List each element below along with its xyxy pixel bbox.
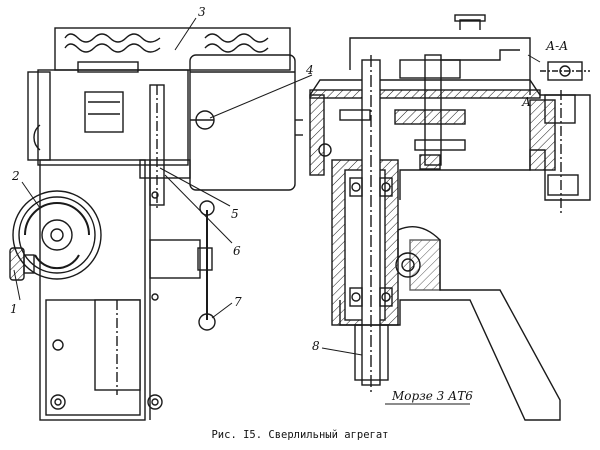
callout-3: 3: [198, 5, 206, 19]
section-detail: [540, 61, 590, 81]
lever-knob-top: [199, 200, 215, 216]
callout-1: 1: [10, 302, 18, 316]
section-mark: А: [521, 95, 531, 109]
callout-4: 4: [305, 63, 314, 77]
callout-labels: 1 2 3 4 5 6 7 8: [10, 5, 320, 353]
callout-leaders: [13, 17, 541, 356]
cover-knob: [454, 14, 486, 22]
lever-hub: [149, 239, 201, 279]
base-column: [39, 159, 146, 421]
handwheel: [12, 190, 102, 280]
bolt-holes: [50, 191, 163, 410]
pulley-left: [64, 33, 161, 43]
gearbox-housing: [37, 69, 189, 166]
lever-knob-7: [198, 313, 216, 331]
handwheel-cutout: [33, 124, 41, 151]
bearings: [349, 177, 393, 307]
section-label: А-А: [545, 39, 568, 53]
top-cover: [349, 37, 531, 95]
callout-6: 6: [233, 244, 241, 258]
feed-slide: [139, 159, 191, 179]
detail-flange: [544, 94, 576, 124]
clamp-knob: [9, 247, 25, 281]
housing-wall-right: [529, 99, 556, 171]
callout-2: 2: [11, 169, 20, 183]
motor-body: [189, 54, 296, 191]
callout-5: 5: [231, 207, 239, 221]
callout-8: 8: [312, 339, 320, 353]
taper-note: Морзе 3 АТ6: [391, 389, 473, 403]
housing-wall-left: [309, 94, 325, 176]
front-view: [9, 27, 303, 421]
gear-train: [318, 49, 579, 215]
callout-7: 7: [234, 295, 242, 309]
nameplate: [84, 91, 124, 133]
figure-caption: Рис. I5. Сверлильный агрегат: [211, 429, 388, 441]
pulley-right: [204, 33, 269, 43]
belt-guard: [54, 27, 291, 71]
section-view: [309, 14, 591, 421]
side-cover: [27, 71, 51, 161]
